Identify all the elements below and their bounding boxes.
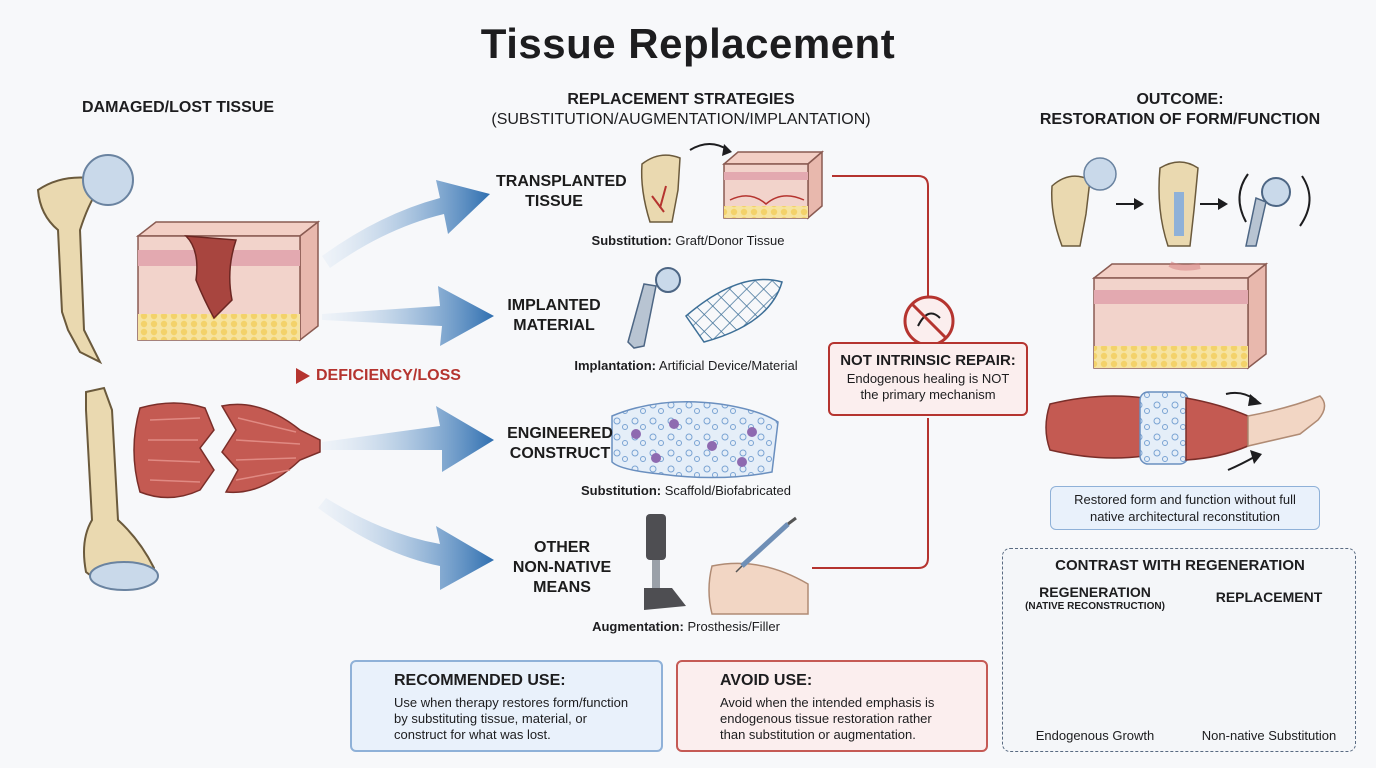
recommended-line1: Use when therapy restores form/function: [394, 695, 629, 710]
strategy-1-line2: TISSUE: [525, 193, 583, 210]
strategy-label-implanted: IMPLANTED MATERIAL: [496, 296, 612, 336]
strategy-4-line2: NON-NATIVE: [512, 559, 612, 576]
transplant-illustration: [640, 143, 825, 223]
restored-skin-block: [1091, 261, 1269, 370]
strategy-3-line2: CONSTRUCT: [509, 445, 611, 462]
not-intrinsic-repair-box: NOT INTRINSIC REPAIR: Endogenous healing…: [828, 342, 1028, 416]
strategy-1-line1: TRANSPLANTED: [496, 173, 627, 190]
outcome-caption-line2: native architectural reconstitution: [1089, 509, 1281, 524]
avoid-line3: than substitution or augmentation.: [720, 727, 916, 742]
regeneration-caption: Endogenous Growth: [1035, 728, 1155, 743]
recommended-title: RECOMMENDED USE:: [394, 672, 566, 689]
outcome-caption-line1: Restored form and function without full: [1074, 492, 1296, 507]
strategy-caption-implanted: Implantation: Artificial Device/Material: [556, 358, 816, 373]
deficiency-label: DEFICIENCY/LOSS: [316, 367, 461, 384]
strategy-2-line2: MATERIAL: [513, 317, 595, 334]
avoid-line1: Avoid when the intended emphasis is: [720, 695, 935, 710]
recommended-line3: construct for what was lost.: [394, 727, 551, 742]
strategy-caption-other: Augmentation: Prosthesis/Filler: [570, 619, 802, 634]
engineered-construct-illustration: [611, 400, 779, 479]
deficiency-arrowhead: [296, 368, 310, 384]
avoid-line2: endogenous tissue restoration rather: [720, 711, 932, 726]
not-intrinsic-line1: Endogenous healing is NOT: [846, 371, 1010, 386]
middle-heading-line1: REPLACEMENT STRATEGIES: [567, 91, 795, 108]
recommended-line2: by substituting tissue, material, or: [394, 711, 587, 726]
regeneration-heading: REGENERATION: [1039, 584, 1151, 600]
strategy-4-line3: MEANS: [533, 579, 591, 596]
not-intrinsic-title: NOT INTRINSIC REPAIR:: [840, 352, 1016, 369]
strategy-1-caption-rest: Graft/Donor Tissue: [675, 233, 785, 248]
skin-wound-block: [135, 220, 321, 342]
not-intrinsic-line2: the primary mechanism: [860, 387, 996, 402]
broken-femur-lower: [83, 386, 159, 591]
implant-illustration: [627, 267, 783, 349]
strategy-3-caption-bold: Substitution:: [580, 483, 662, 498]
strategy-arrows: [318, 180, 494, 590]
outcome-caption-box: Restored form and function without full …: [1050, 486, 1320, 530]
strategy-4-caption-rest: Prosthesis/Filler: [687, 619, 780, 634]
right-heading-line2: RESTORATION OF FORM/FUNCTION: [1039, 111, 1321, 128]
middle-heading-line2: (SUBSTITUTION/AUGMENTATION/IMPLANTATION): [491, 111, 871, 128]
strategy-3-caption-rest: Scaffold/Biofabricated: [664, 483, 791, 498]
strategy-caption-transplanted: Substitution: Graft/Donor Tissue: [556, 233, 820, 248]
strategy-caption-engineered: Substitution: Scaffold/Biofabricated: [560, 483, 812, 498]
avoid-body: Avoid when the intended emphasis is endo…: [720, 695, 982, 743]
strategy-label-other: OTHER NON-NATIVE MEANS: [500, 538, 624, 598]
contrast-box: CONTRAST WITH REGENERATION REGENERATION …: [1002, 548, 1356, 752]
left-heading: DAMAGED/LOST TISSUE: [81, 99, 274, 116]
strategy-label-transplanted: TRANSPLANTED TISSUE: [496, 172, 627, 212]
avoid-use-box: AVOID USE: Avoid when the intended empha…: [676, 660, 988, 752]
strategy-4-caption-bold: Augmentation:: [592, 619, 684, 634]
right-heading: OUTCOME: RESTORATION OF FORM/FUNCTION: [1010, 90, 1350, 130]
avoid-title: AVOID USE:: [720, 672, 813, 689]
outcome-femur-sequence: [1050, 157, 1311, 247]
recommended-body: Use when therapy restores form/function …: [394, 695, 656, 743]
strategy-2-caption-bold: Implantation:: [574, 358, 656, 373]
replacement-caption: Non-native Substitution: [1201, 728, 1337, 743]
regeneration-subheading: (NATIVE RECONSTRUCTION): [1025, 601, 1165, 612]
strategy-1-caption-bold: Substitution:: [591, 233, 672, 248]
no-healing-icon: [903, 295, 955, 347]
strategy-2-caption-rest: Artificial Device/Material: [658, 358, 798, 373]
middle-heading: REPLACEMENT STRATEGIES (SUBSTITUTION/AUG…: [450, 90, 912, 130]
replacement-heading: REPLACEMENT: [1215, 589, 1323, 605]
restored-muscle-leg: [1045, 391, 1326, 471]
broken-femur-upper: [36, 154, 134, 365]
recommended-use-box: RECOMMENDED USE: Use when therapy restor…: [350, 660, 663, 752]
page-title: Tissue Replacement: [480, 20, 896, 67]
prosthesis-filler-illustration: [644, 514, 809, 615]
strategy-2-line1: IMPLANTED: [507, 297, 601, 314]
right-heading-line1: OUTCOME:: [1136, 91, 1224, 108]
not-intrinsic-bracket: [812, 175, 929, 569]
torn-muscle: [133, 402, 321, 499]
strategy-label-engineered: ENGINEERED CONSTRUCT: [496, 424, 624, 464]
strategy-3-line1: ENGINEERED: [507, 425, 613, 442]
contrast-title: CONTRAST WITH REGENERATION: [1055, 557, 1305, 574]
strategy-4-line1: OTHER: [534, 539, 590, 556]
